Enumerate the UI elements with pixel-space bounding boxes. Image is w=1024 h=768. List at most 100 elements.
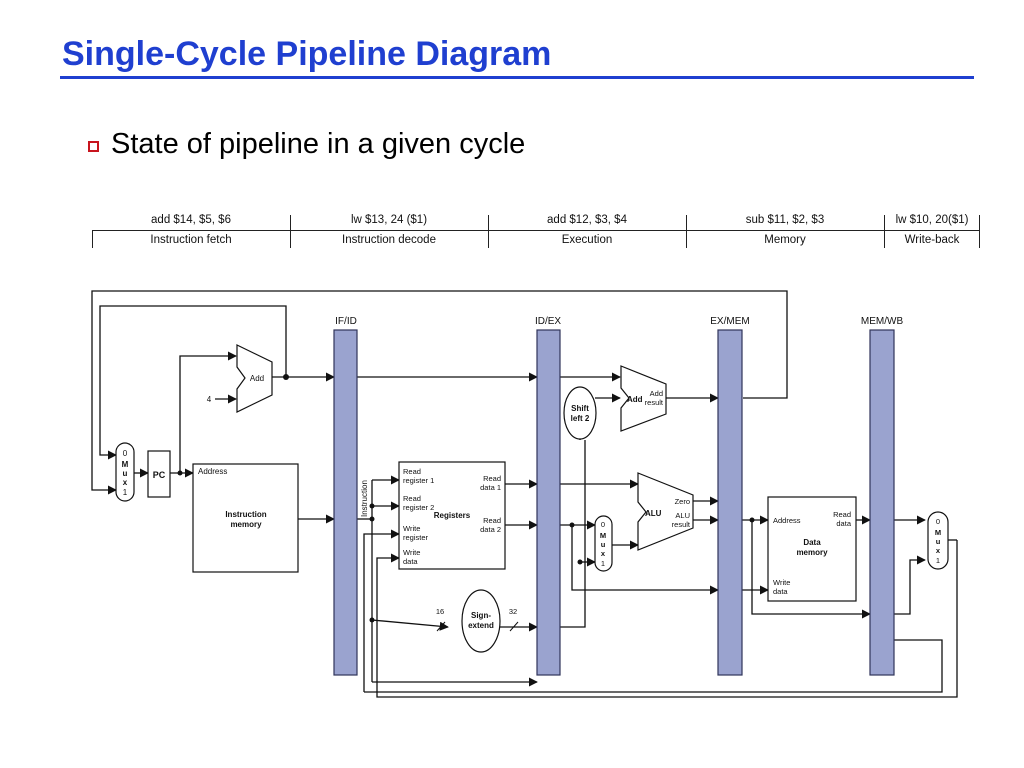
svg-text:ALU: ALU <box>675 511 690 520</box>
svg-text:Write: Write <box>773 578 790 587</box>
svg-text:Read: Read <box>403 467 421 476</box>
label-ex-mem: EX/MEM <box>710 316 749 327</box>
pipeline-register-if-id <box>333 329 358 676</box>
svg-text:Write: Write <box>403 548 420 557</box>
svg-text:Add: Add <box>627 395 643 404</box>
square-bullet-icon <box>88 141 99 152</box>
stage-name-mem: Memory <box>764 234 806 246</box>
slide-title: Single-Cycle Pipeline Diagram <box>62 35 552 73</box>
junction-dots <box>177 374 755 623</box>
stage-name-ex: Execution <box>561 234 613 246</box>
svg-text:Read: Read <box>833 510 851 519</box>
label-id-ex: ID/EX <box>535 316 561 327</box>
stage-instruction-wb: lw $10, 20($1) <box>895 214 969 226</box>
svg-text:32: 32 <box>509 607 517 616</box>
svg-text:M: M <box>935 528 941 537</box>
svg-text:Read: Read <box>483 516 501 525</box>
pipeline-register-ex-mem <box>717 329 743 676</box>
svg-text:x: x <box>123 478 128 487</box>
svg-text:Read: Read <box>483 474 501 483</box>
svg-text:data: data <box>836 519 851 528</box>
svg-text:x: x <box>601 549 606 558</box>
svg-text:register 1: register 1 <box>403 476 434 485</box>
svg-text:Data: Data <box>803 538 821 547</box>
svg-text:Instruction: Instruction <box>225 510 266 519</box>
svg-text:result: result <box>672 520 691 529</box>
svg-text:u: u <box>601 540 606 549</box>
svg-text:Read: Read <box>403 494 421 503</box>
svg-text:1: 1 <box>601 559 605 568</box>
alu-mux: 0 M u x 1 <box>594 515 613 572</box>
pipeline-register-mem-wb <box>869 329 895 676</box>
data-memory: Address Read data Data memory Write data <box>767 496 857 602</box>
wires <box>91 290 958 698</box>
table-tick <box>290 215 291 248</box>
svg-text:ALU: ALU <box>645 509 662 518</box>
stage-instruction-if: add $14, $5, $6 <box>151 214 231 226</box>
svg-text:data: data <box>773 587 788 596</box>
stage-instruction-ex: add $12, $3, $4 <box>547 214 627 226</box>
stage-name-id: Instruction decode <box>342 234 436 246</box>
svg-text:result: result <box>645 398 664 407</box>
pc-adder: Add 4 <box>207 344 273 413</box>
table-tick <box>686 215 687 248</box>
svg-text:Write: Write <box>403 524 420 533</box>
svg-text:M: M <box>600 531 606 540</box>
stage-name-wb: Write-back <box>904 234 960 246</box>
svg-text:Add: Add <box>650 389 663 398</box>
svg-text:16: 16 <box>436 607 444 616</box>
pipeline-stage-table: add $14, $5, $6 lw $13, 24 ($1) add $12,… <box>92 211 980 249</box>
svg-text:u: u <box>123 469 128 478</box>
svg-text:memory: memory <box>230 520 262 529</box>
stage-name-if: Instruction fetch <box>150 234 232 246</box>
sign-extend: Sign- extend 16 32 <box>436 589 519 653</box>
alu: ALU Zero ALU result <box>637 472 694 551</box>
constant-four: 4 <box>207 395 212 404</box>
svg-text:1: 1 <box>936 556 940 565</box>
label-if-id: IF/ID <box>335 316 357 327</box>
label-mem-wb: MEM/WB <box>861 316 904 327</box>
svg-text:Address: Address <box>198 467 227 476</box>
svg-text:Address: Address <box>773 516 801 525</box>
svg-text:Shift: Shift <box>571 404 589 413</box>
program-counter: PC <box>147 450 171 498</box>
svg-text:data: data <box>403 557 418 566</box>
table-tick <box>884 215 885 248</box>
svg-text:Sign-: Sign- <box>471 611 491 620</box>
svg-text:Add: Add <box>250 374 264 383</box>
table-tick <box>979 215 980 248</box>
svg-text:Zero: Zero <box>675 497 690 506</box>
svg-text:0: 0 <box>936 517 940 526</box>
svg-text:1: 1 <box>123 488 128 497</box>
svg-text:x: x <box>936 546 941 555</box>
bullet-text: State of pipeline in a given cycle <box>111 128 526 160</box>
svg-text:0: 0 <box>123 449 128 458</box>
pipeline-register-id-ex <box>536 329 561 676</box>
pipeline-registers: IF/ID ID/EX EX/MEM MEM/WB <box>333 316 904 676</box>
svg-text:PC: PC <box>153 470 166 480</box>
svg-text:register 2: register 2 <box>403 503 434 512</box>
title-underline <box>60 76 974 79</box>
stage-instruction-mem: sub $11, $2, $3 <box>745 214 825 226</box>
svg-text:0: 0 <box>601 520 605 529</box>
svg-text:Registers: Registers <box>434 511 471 520</box>
pc-mux: 0 M u x 1 <box>115 442 135 502</box>
instruction-row: add $14, $5, $6 lw $13, 24 ($1) add $12,… <box>92 211 980 230</box>
svg-text:extend: extend <box>468 621 494 630</box>
svg-text:u: u <box>936 537 941 546</box>
branch-adder: Add Add result <box>620 365 667 432</box>
svg-text:register: register <box>403 533 429 542</box>
stage-instruction-id: lw $13, 24 ($1) <box>350 214 428 226</box>
instruction-bus-label: Instruction <box>360 480 369 517</box>
svg-text:memory: memory <box>796 548 828 557</box>
writeback-mux: 0 M u x 1 <box>927 511 949 570</box>
bullet-item: State of pipeline in a given cycle <box>88 128 525 161</box>
svg-text:data 1: data 1 <box>480 483 501 492</box>
register-file: Read register 1 Read register 2 Write re… <box>398 461 506 570</box>
svg-text:data 2: data 2 <box>480 525 501 534</box>
table-tick <box>488 215 489 248</box>
svg-text:M: M <box>122 460 129 469</box>
stage-row: Instruction fetch Instruction decode Exe… <box>92 231 980 250</box>
svg-text:left 2: left 2 <box>571 414 590 423</box>
